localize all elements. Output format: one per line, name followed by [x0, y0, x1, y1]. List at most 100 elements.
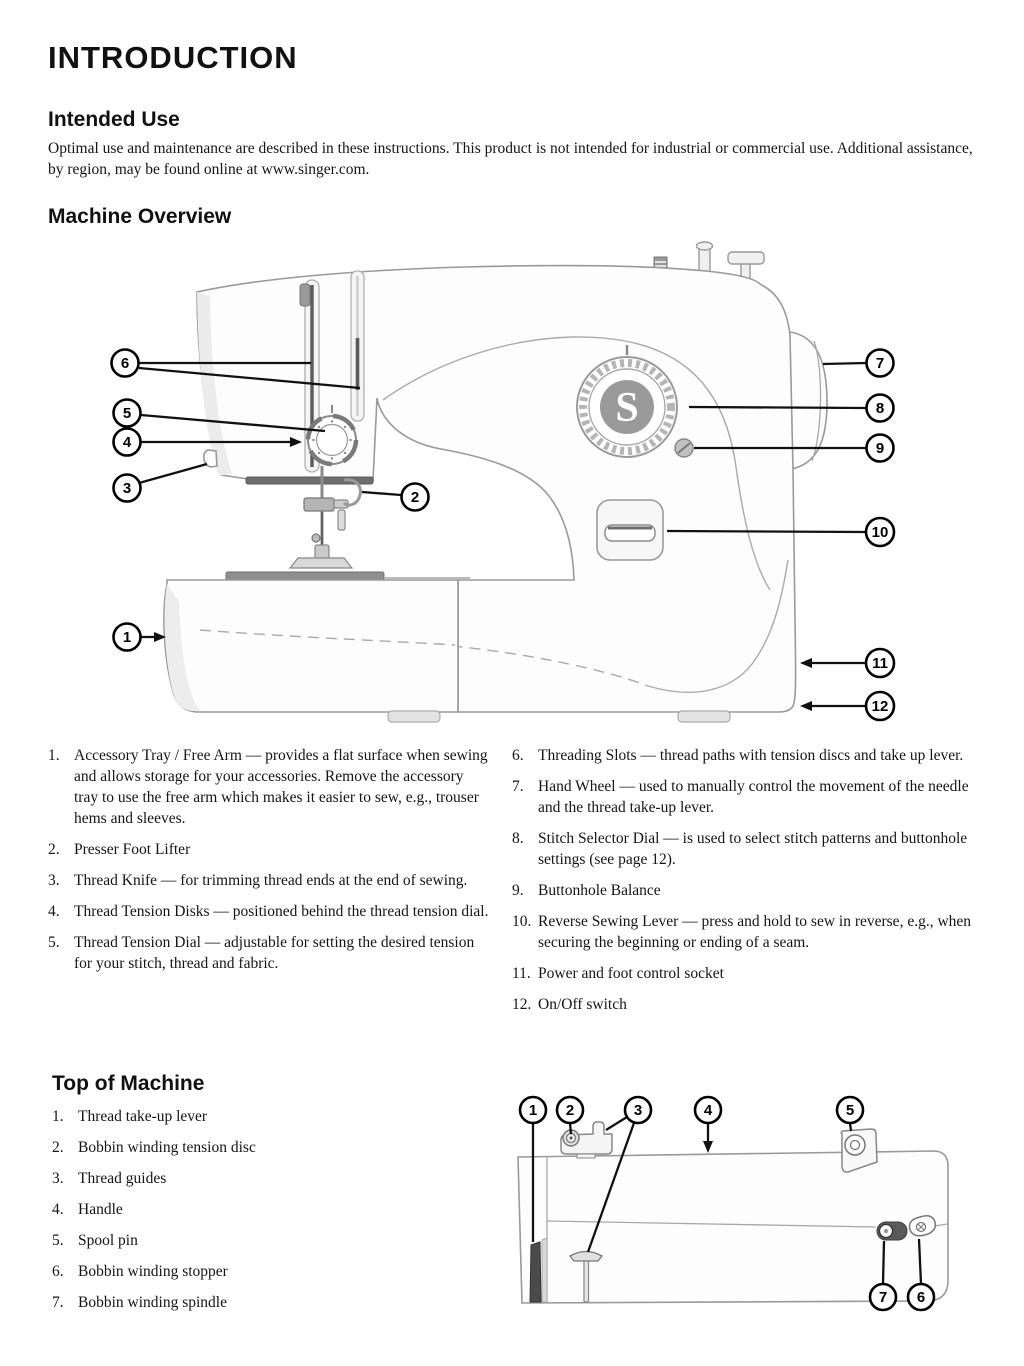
head-shading: [197, 292, 232, 476]
svg-text:12: 12: [872, 698, 889, 715]
reverse-lever-illustration: [596, 499, 664, 561]
list-item: 12. On/Off switch: [512, 994, 974, 1015]
overview-list-right: 6. Threading Slots — thread paths with t…: [512, 745, 974, 1025]
list-item: 7. Bobbin winding spindle: [52, 1292, 452, 1313]
item-number: 4.: [48, 903, 60, 920]
body-seam-upper: [382, 336, 771, 591]
item-number: 7.: [512, 778, 524, 795]
bobbin-winding-spindle-illustration: [876, 1221, 908, 1241]
item-text: Presser Foot Lifter: [74, 841, 191, 858]
page-title: INTRODUCTION: [48, 40, 298, 75]
item-text: Thread take-up lever: [78, 1108, 208, 1125]
svg-text:3: 3: [123, 480, 131, 497]
list-item: 1. Thread take-up lever: [52, 1106, 452, 1127]
svg-text:5: 5: [123, 405, 131, 422]
list-item: 6. Threading Slots — thread paths with t…: [512, 745, 974, 766]
item-text: Accessory Tray / Free Arm — provides a f…: [74, 747, 488, 827]
item-text: Hand Wheel — used to manually control th…: [538, 778, 969, 816]
overview-list-left: 1. Accessory Tray / Free Arm — provides …: [48, 745, 490, 984]
callout-8: 8: [688, 393, 895, 423]
item-number: 7.: [52, 1294, 64, 1311]
svg-text:3: 3: [634, 1102, 642, 1119]
svg-text:1: 1: [529, 1102, 537, 1119]
callout-9: 9: [694, 433, 895, 463]
item-text: Power and foot control socket: [538, 965, 724, 982]
svg-text:8: 8: [876, 400, 884, 417]
svg-text:7: 7: [876, 355, 884, 372]
spool-pin-illustration: [569, 1250, 603, 1303]
top-of-machine-heading: Top of Machine: [52, 1072, 205, 1095]
callout-7: 7: [822, 348, 895, 378]
item-text: Threading Slots — thread paths with tens…: [538, 747, 964, 764]
list-item: 8. Stitch Selector Dial — is used to sel…: [512, 828, 974, 870]
item-number: 1.: [52, 1108, 64, 1125]
svg-text:4: 4: [123, 434, 132, 451]
svg-text:6: 6: [917, 1289, 925, 1306]
bobbin-winding-stopper-illustration: [908, 1215, 937, 1237]
item-text: Thread Tension Disks — positioned behind…: [74, 903, 489, 920]
machine-foot: [387, 710, 441, 723]
svg-text:2: 2: [411, 489, 419, 506]
top-of-machine-list: 1. Thread take-up lever 2. Bobbin windin…: [52, 1106, 452, 1323]
top-callout-1: 1: [518, 1095, 548, 1242]
item-text: Thread Tension Dial — adjustable for set…: [74, 934, 475, 972]
item-number: 6.: [52, 1263, 64, 1280]
svg-text:1: 1: [123, 629, 131, 646]
threading-slots-illustration: [299, 270, 365, 473]
item-number: 1.: [48, 747, 60, 764]
callout-6: 6: [110, 348, 361, 390]
item-text: Spool pin: [78, 1232, 138, 1249]
item-number: 3.: [48, 872, 60, 889]
list-item: 11. Power and foot control socket: [512, 963, 974, 984]
head-bottom-band: [245, 476, 374, 485]
item-text: Bobbin winding stopper: [78, 1263, 228, 1280]
list-item: 2. Presser Foot Lifter: [48, 839, 490, 860]
item-number: 9.: [512, 882, 524, 899]
top-callout-3: 3: [586, 1095, 653, 1253]
buttonhole-balance-screw: [674, 438, 694, 458]
callout-12: 12: [800, 690, 896, 722]
machine-overview-heading: Machine Overview: [48, 205, 232, 228]
svg-text:4: 4: [704, 1102, 713, 1119]
callout-3: 3: [112, 462, 208, 503]
svg-text:6: 6: [121, 355, 129, 372]
callout-4: 4: [112, 427, 302, 457]
item-number: 10.: [512, 913, 532, 930]
top-callout-4: 4: [693, 1095, 723, 1153]
item-number: 2.: [52, 1139, 64, 1156]
top-callout-7: 7: [868, 1240, 898, 1312]
item-text: Buttonhole Balance: [538, 882, 661, 899]
needle-bar-illustration: [288, 466, 362, 569]
item-number: 4.: [52, 1201, 64, 1218]
list-item: 9. Buttonhole Balance: [512, 880, 974, 901]
bobbin-tension-disc-illustration: [560, 1121, 613, 1159]
list-item: 3. Thread guides: [52, 1168, 452, 1189]
callout-1: 1: [112, 622, 166, 652]
item-text: Thread guides: [78, 1170, 167, 1187]
list-item: 3. Thread Knife — for trimming thread en…: [48, 870, 490, 891]
item-text: Thread Knife — for trimming thread ends …: [74, 872, 468, 889]
accessory-tray-illustration: [163, 579, 459, 713]
item-number: 5.: [48, 934, 60, 951]
top-callout-6: 6: [906, 1238, 936, 1312]
intended-use-heading: Intended Use: [48, 108, 180, 131]
svg-text:7: 7: [879, 1289, 887, 1306]
list-item: 5. Thread Tension Dial — adjustable for …: [48, 932, 490, 974]
top-callout-5: 5: [835, 1095, 865, 1132]
list-item: 6. Bobbin winding stopper: [52, 1261, 452, 1282]
take-up-lever-illustration: [529, 1237, 548, 1303]
item-text: Bobbin winding spindle: [78, 1294, 227, 1311]
item-number: 11.: [512, 965, 531, 982]
brand-logo-disc: [600, 380, 654, 434]
tray-shading: [164, 584, 201, 711]
machine-foot: [677, 710, 731, 723]
brand-logo-letter: S: [615, 385, 638, 431]
callout-11: 11: [800, 647, 896, 679]
svg-text:10: 10: [872, 524, 889, 541]
machine-overview-diagram: S 1 2: [110, 241, 896, 723]
svg-text:2: 2: [566, 1102, 574, 1119]
list-item: 1. Accessory Tray / Free Arm — provides …: [48, 745, 490, 829]
list-item: 2. Bobbin winding tension disc: [52, 1137, 452, 1158]
tension-dial-illustration: [305, 405, 359, 467]
item-text: Stitch Selector Dial — is used to select…: [538, 830, 968, 868]
